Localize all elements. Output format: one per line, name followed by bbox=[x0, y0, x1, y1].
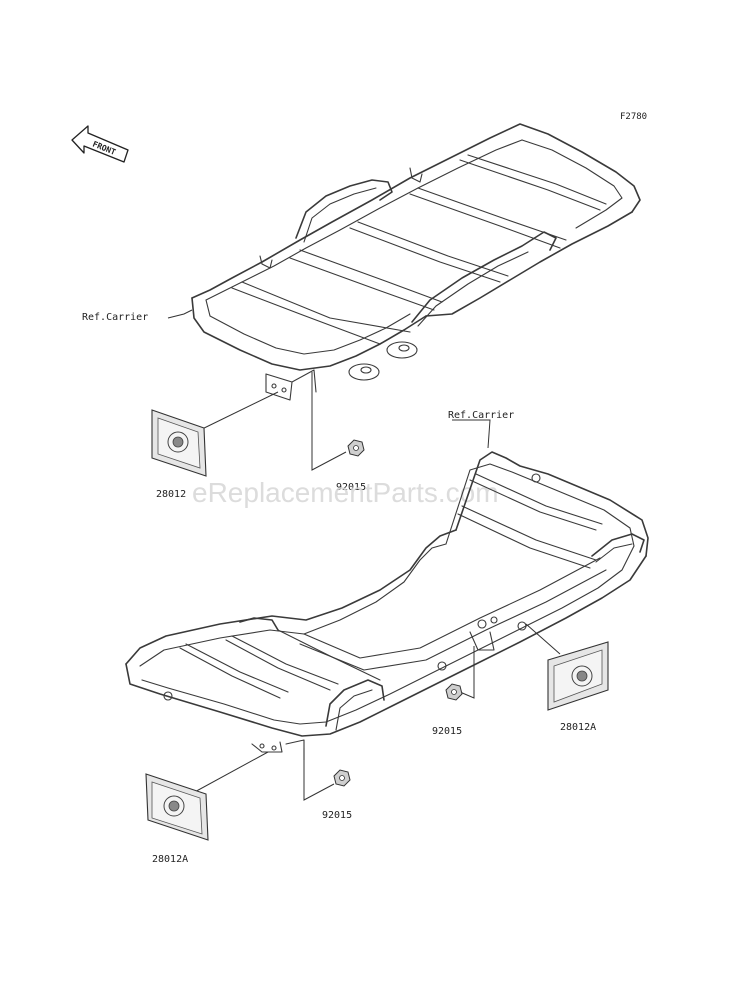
lower-ref-carrier-label: Ref.Carrier bbox=[448, 410, 514, 421]
lower-front-reflector-leader bbox=[525, 623, 561, 655]
lower-front-nut-92015 bbox=[445, 683, 463, 701]
lower-rear-nut-leader bbox=[303, 748, 335, 801]
upper-ref-leader bbox=[167, 309, 193, 319]
upper-reflector-28012 bbox=[151, 409, 207, 477]
upper-ref-carrier-label: Ref.Carrier bbox=[82, 312, 148, 323]
lower-front-nut-leader bbox=[459, 646, 475, 699]
lower-front-reflector-part-no: 28012A bbox=[560, 722, 596, 733]
lower-rear-reflector-28012a bbox=[145, 773, 209, 841]
upper-reflector-leader bbox=[195, 391, 279, 433]
lower-rear-reflector-part-no: 28012A bbox=[152, 854, 188, 865]
upper-carrier-frame bbox=[191, 123, 641, 401]
lower-carrier-frame bbox=[125, 451, 649, 761]
lower-ref-leader bbox=[452, 419, 491, 449]
watermark: eReplacementParts.com bbox=[192, 477, 499, 508]
upper-reflector-part-no: 28012 bbox=[156, 489, 186, 500]
upper-nut-92015 bbox=[347, 439, 365, 457]
front-arrow-icon: FRONT bbox=[71, 125, 129, 163]
lower-rear-nut-92015 bbox=[333, 769, 351, 787]
upper-nut-part-no: 92015 bbox=[336, 482, 366, 493]
lower-front-reflector-28012a bbox=[547, 641, 609, 711]
lower-front-nut-part-no: 92015 bbox=[432, 726, 462, 737]
figure-code: F2780 bbox=[620, 112, 647, 122]
upper-nut-leader bbox=[311, 372, 347, 471]
lower-rear-nut-part-no: 92015 bbox=[322, 810, 352, 821]
